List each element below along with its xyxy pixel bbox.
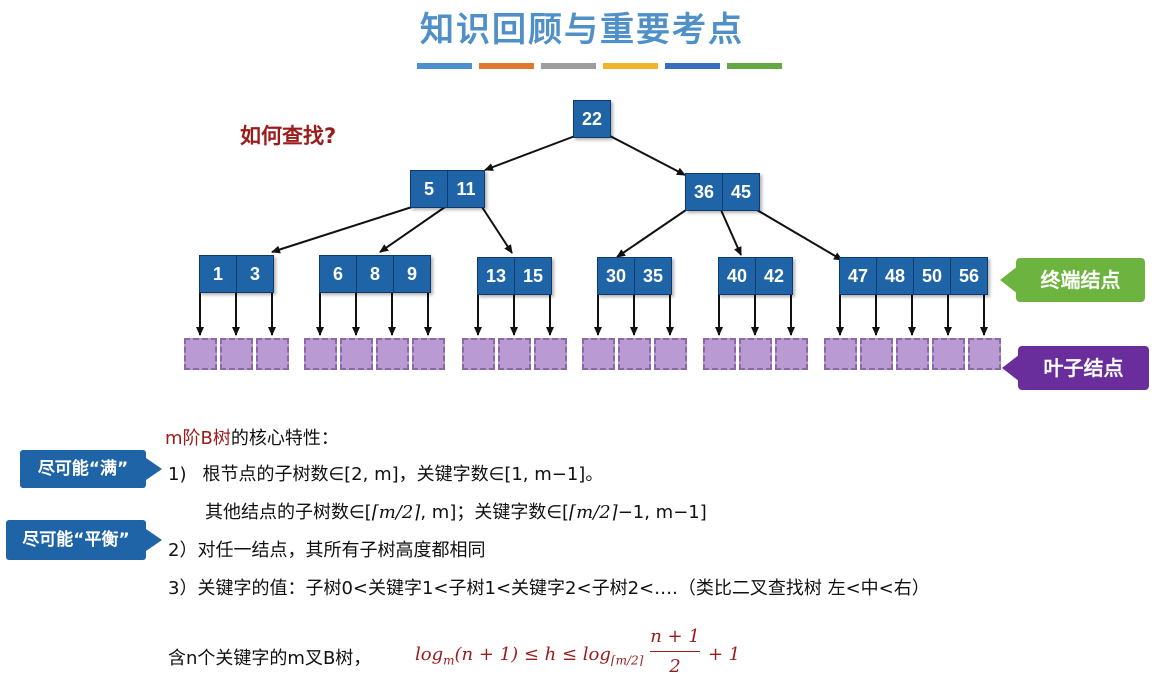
internal-node: 36 45 bbox=[685, 173, 760, 211]
fraction-bar bbox=[650, 651, 700, 652]
formula-fraction-numerator: n + 1 bbox=[650, 626, 700, 647]
key-cell: 30 bbox=[598, 258, 635, 294]
heading-red: m阶B树 bbox=[165, 428, 231, 449]
terminal-node: 6 8 9 bbox=[319, 255, 431, 293]
internal-node: 5 11 bbox=[410, 170, 485, 208]
properties-heading: m阶B树的核心特性： bbox=[165, 424, 339, 450]
leaf-node bbox=[775, 338, 808, 370]
leaf-node bbox=[304, 338, 337, 370]
property-1-number: 1) bbox=[168, 464, 187, 485]
leaf-node bbox=[618, 338, 651, 370]
formula-tail: + 1 bbox=[708, 644, 741, 665]
terminal-node: 13 15 bbox=[477, 257, 552, 295]
formula-fraction-denominator: 2 bbox=[669, 656, 681, 677]
leaf-node bbox=[582, 338, 615, 370]
key-cell: 40 bbox=[719, 258, 756, 294]
property-1b-b: , m]；关键字数∈[ bbox=[420, 502, 570, 523]
leaf-node bbox=[739, 338, 772, 370]
leaf-node bbox=[703, 338, 736, 370]
leaf-node bbox=[654, 338, 687, 370]
property-1b-a: 其他结点的子树数∈[ bbox=[205, 502, 372, 523]
edge-arrow bbox=[271, 206, 413, 254]
edge-arrow bbox=[616, 209, 687, 258]
key-cell: 45 bbox=[730, 182, 752, 202]
key-cell: 8 bbox=[357, 256, 394, 292]
key-cell: 5 bbox=[411, 171, 448, 207]
key-cell: 48 bbox=[877, 258, 914, 294]
leaf-node bbox=[896, 338, 929, 370]
leaf-node bbox=[220, 338, 253, 370]
leaf-node bbox=[184, 338, 217, 370]
formula-sub-ceil: ⌈m/2⌉ bbox=[610, 653, 644, 668]
leaf-node bbox=[534, 338, 567, 370]
key-cell: 15 bbox=[522, 266, 544, 286]
key-cell: 11 bbox=[456, 179, 476, 199]
property-1b: 其他结点的子树数∈[⌈m/2⌉, m]；关键字数∈[⌈m/2⌉−1, m−1] bbox=[205, 498, 707, 524]
key-cell: 35 bbox=[642, 266, 664, 286]
callout-full-pointer bbox=[146, 458, 162, 480]
height-prefix: 含n个关键字的m叉B树， bbox=[168, 648, 372, 669]
leaf-node bbox=[860, 338, 893, 370]
leaf-node bbox=[256, 338, 289, 370]
formula-middle: (n + 1) ≤ h ≤ log bbox=[454, 644, 611, 665]
height-formula: logm(n + 1) ≤ h ≤ log⌈m/2⌉ bbox=[415, 644, 643, 668]
key-cell: 56 bbox=[958, 266, 980, 286]
leaf-node bbox=[462, 338, 495, 370]
leaf-node-tag: 叶子结点 bbox=[1018, 346, 1149, 390]
terminal-node-tag: 终端结点 bbox=[1016, 258, 1145, 302]
edge-arrow bbox=[756, 209, 843, 261]
ceil-m-half-2: ⌈m/2⌉ bbox=[569, 502, 618, 523]
color-bar-segment bbox=[541, 63, 596, 69]
terminal-node: 47 48 50 56 bbox=[839, 257, 988, 295]
key-cell: 47 bbox=[840, 258, 877, 294]
edge-arrow bbox=[609, 135, 686, 176]
leaf-node bbox=[412, 338, 445, 370]
color-bar-segment bbox=[479, 63, 534, 69]
formula-log: log bbox=[415, 644, 444, 665]
edge-arrow bbox=[484, 135, 576, 171]
key-cell: 50 bbox=[914, 258, 951, 294]
key-cell: 13 bbox=[478, 258, 515, 294]
leaf-node bbox=[498, 338, 531, 370]
edge-arrow bbox=[720, 209, 742, 256]
terminal-node: 30 35 bbox=[597, 257, 672, 295]
edge-arrow bbox=[481, 206, 513, 254]
key-cell: 42 bbox=[763, 266, 785, 286]
search-question: 如何查找? bbox=[240, 124, 337, 148]
terminal-node: 1 3 bbox=[199, 255, 274, 293]
key-cell: 36 bbox=[686, 174, 723, 210]
property-3: 3）关键字的值：子树0<关键字1<子树1<关键字2<子树2<….（类比二叉查找树… bbox=[168, 578, 930, 599]
formula-sub-m: m bbox=[443, 653, 455, 668]
property-2: 2）对任一结点，其所有子树高度都相同 bbox=[168, 540, 486, 561]
leaf-tag-pointer bbox=[1002, 354, 1020, 382]
property-1-text: 根节点的子树数∈[2, m]，关键字数∈[1, m−1]。 bbox=[202, 464, 604, 485]
callout-balanced: 尽可能“平衡” bbox=[6, 520, 146, 560]
key-cell: 6 bbox=[320, 256, 357, 292]
property-1b-c: −1, m−1] bbox=[617, 502, 707, 523]
callout-full: 尽可能“满” bbox=[20, 450, 146, 488]
callout-balanced-pointer bbox=[146, 529, 162, 551]
leaf-node bbox=[824, 338, 857, 370]
edge-arrow bbox=[379, 206, 446, 253]
key-cell: 3 bbox=[249, 264, 260, 284]
color-bar-segment bbox=[665, 63, 720, 69]
heading-rest: 的核心特性： bbox=[230, 428, 339, 449]
color-bar-segment bbox=[727, 63, 782, 69]
root-node: 22 bbox=[573, 100, 611, 138]
color-bar-segment bbox=[603, 63, 658, 69]
ceil-m-half: ⌈m/2⌉ bbox=[371, 502, 421, 523]
key-cell: 22 bbox=[581, 109, 603, 129]
property-1: 1) 根节点的子树数∈[2, m]，关键字数∈[1, m−1]。 bbox=[168, 460, 603, 486]
key-cell: 9 bbox=[406, 264, 417, 284]
leaf-node bbox=[340, 338, 373, 370]
terminal-tag-pointer bbox=[1000, 266, 1018, 294]
page-title: 知识回顾与重要考点 bbox=[420, 10, 744, 50]
key-cell: 1 bbox=[200, 256, 237, 292]
color-bar-segment bbox=[417, 63, 472, 69]
terminal-node: 40 42 bbox=[718, 257, 793, 295]
leaf-node bbox=[376, 338, 409, 370]
leaf-node bbox=[968, 338, 1001, 370]
leaf-node bbox=[932, 338, 965, 370]
